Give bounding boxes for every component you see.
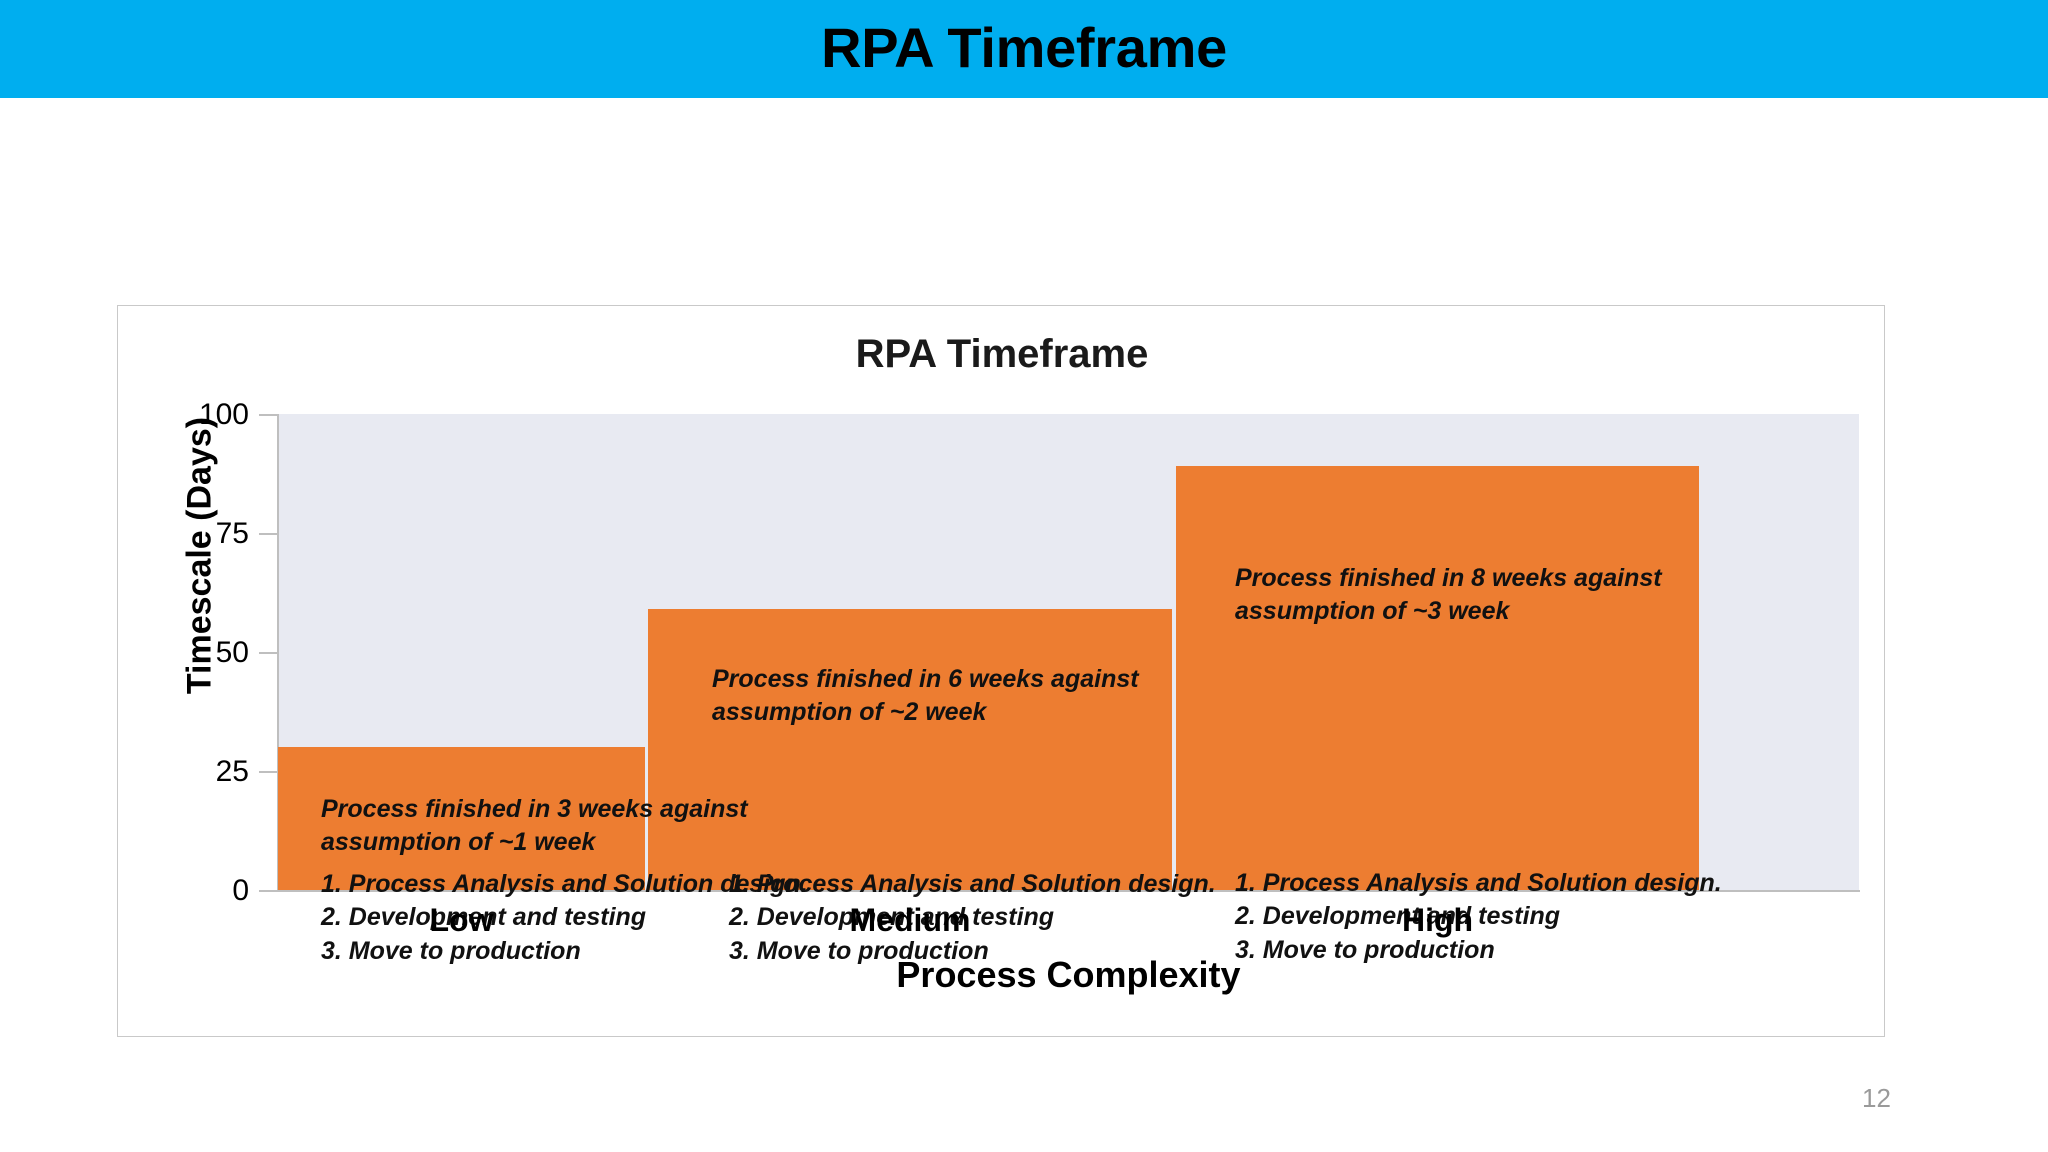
slide-header-banner	[0, 0, 2048, 98]
y-tick-50	[259, 652, 277, 654]
chart-title: RPA Timeframe	[855, 332, 1149, 376]
bar-medium[interactable]	[648, 609, 1172, 890]
bar-steps-high-item-3: 3. Move to production	[1235, 935, 1495, 964]
y-tick-label-100: 100	[198, 398, 249, 431]
chart-card: RPA Timeframe 100 75 50 25 0 Timescale (…	[117, 305, 1885, 1037]
annotation-high-line2: assumption of ~3 week	[1235, 597, 1510, 625]
annotation-medium-line1: Process finished in 6 weeks against	[712, 665, 1139, 693]
y-tick-label-75: 75	[215, 517, 249, 550]
annotation-high-line1: Process finished in 8 weeks against	[1235, 564, 1662, 592]
annotation-low-line1: Process finished in 3 weeks against	[321, 795, 748, 823]
bar-high[interactable]	[1176, 466, 1699, 890]
y-tick-100	[259, 414, 277, 416]
slide-title: RPA Timeframe	[821, 16, 1227, 79]
y-tick-75	[259, 533, 277, 535]
y-tick-label-25: 25	[215, 755, 249, 788]
x-axis-title: Process Complexity	[896, 954, 1241, 995]
bar-steps-low-item-1: 1. Process Analysis and Solution design.	[321, 870, 808, 898]
annotation-low-line2: assumption of ~1 week	[321, 828, 596, 856]
y-axis-line	[277, 414, 279, 891]
bar-steps-medium: 1. Process Analysis and Solution design.…	[729, 868, 1216, 968]
annotation-high: Process finished in 8 weeks against assu…	[1235, 562, 1662, 628]
bar-steps-high: 1. Process Analysis and Solution design.…	[1235, 867, 1722, 967]
y-tick-label-0: 0	[232, 874, 249, 907]
y-tick-label-50: 50	[215, 636, 249, 669]
bar-steps-low: 1. Process Analysis and Solution design.…	[321, 868, 808, 968]
y-tick-25	[259, 771, 277, 773]
annotation-low: Process finished in 3 weeks against assu…	[321, 793, 748, 859]
x-tick-label-medium: Medium	[849, 902, 971, 938]
annotation-medium: Process finished in 6 weeks against assu…	[712, 663, 1139, 729]
bar-steps-low-item-3: 3. Move to production	[321, 936, 581, 965]
bar-steps-medium-item-1: 1. Process Analysis and Solution design.	[729, 870, 1216, 898]
x-tick-label-low: Low	[429, 902, 494, 938]
x-axis-line	[277, 890, 1860, 892]
y-axis-title: Timescale (Days)	[180, 416, 219, 695]
bar-steps-high-item-1: 1. Process Analysis and Solution design.	[1235, 869, 1722, 897]
bar-steps-high-item-2: 2. Development and testing	[1235, 902, 1561, 931]
bar-steps-medium-item-3: 3. Move to production	[729, 936, 989, 965]
page-number: 12	[1862, 1083, 1891, 1113]
bar-steps-low-item-2: 2. Development and testing	[321, 903, 647, 932]
bar-steps-medium-item-2: 2. Development and testing	[729, 903, 1055, 932]
x-tick-label-high: High	[1401, 902, 1474, 938]
y-tick-0	[259, 890, 277, 892]
annotation-medium-line2: assumption of ~2 week	[712, 698, 987, 726]
bar-low[interactable]	[278, 747, 645, 890]
